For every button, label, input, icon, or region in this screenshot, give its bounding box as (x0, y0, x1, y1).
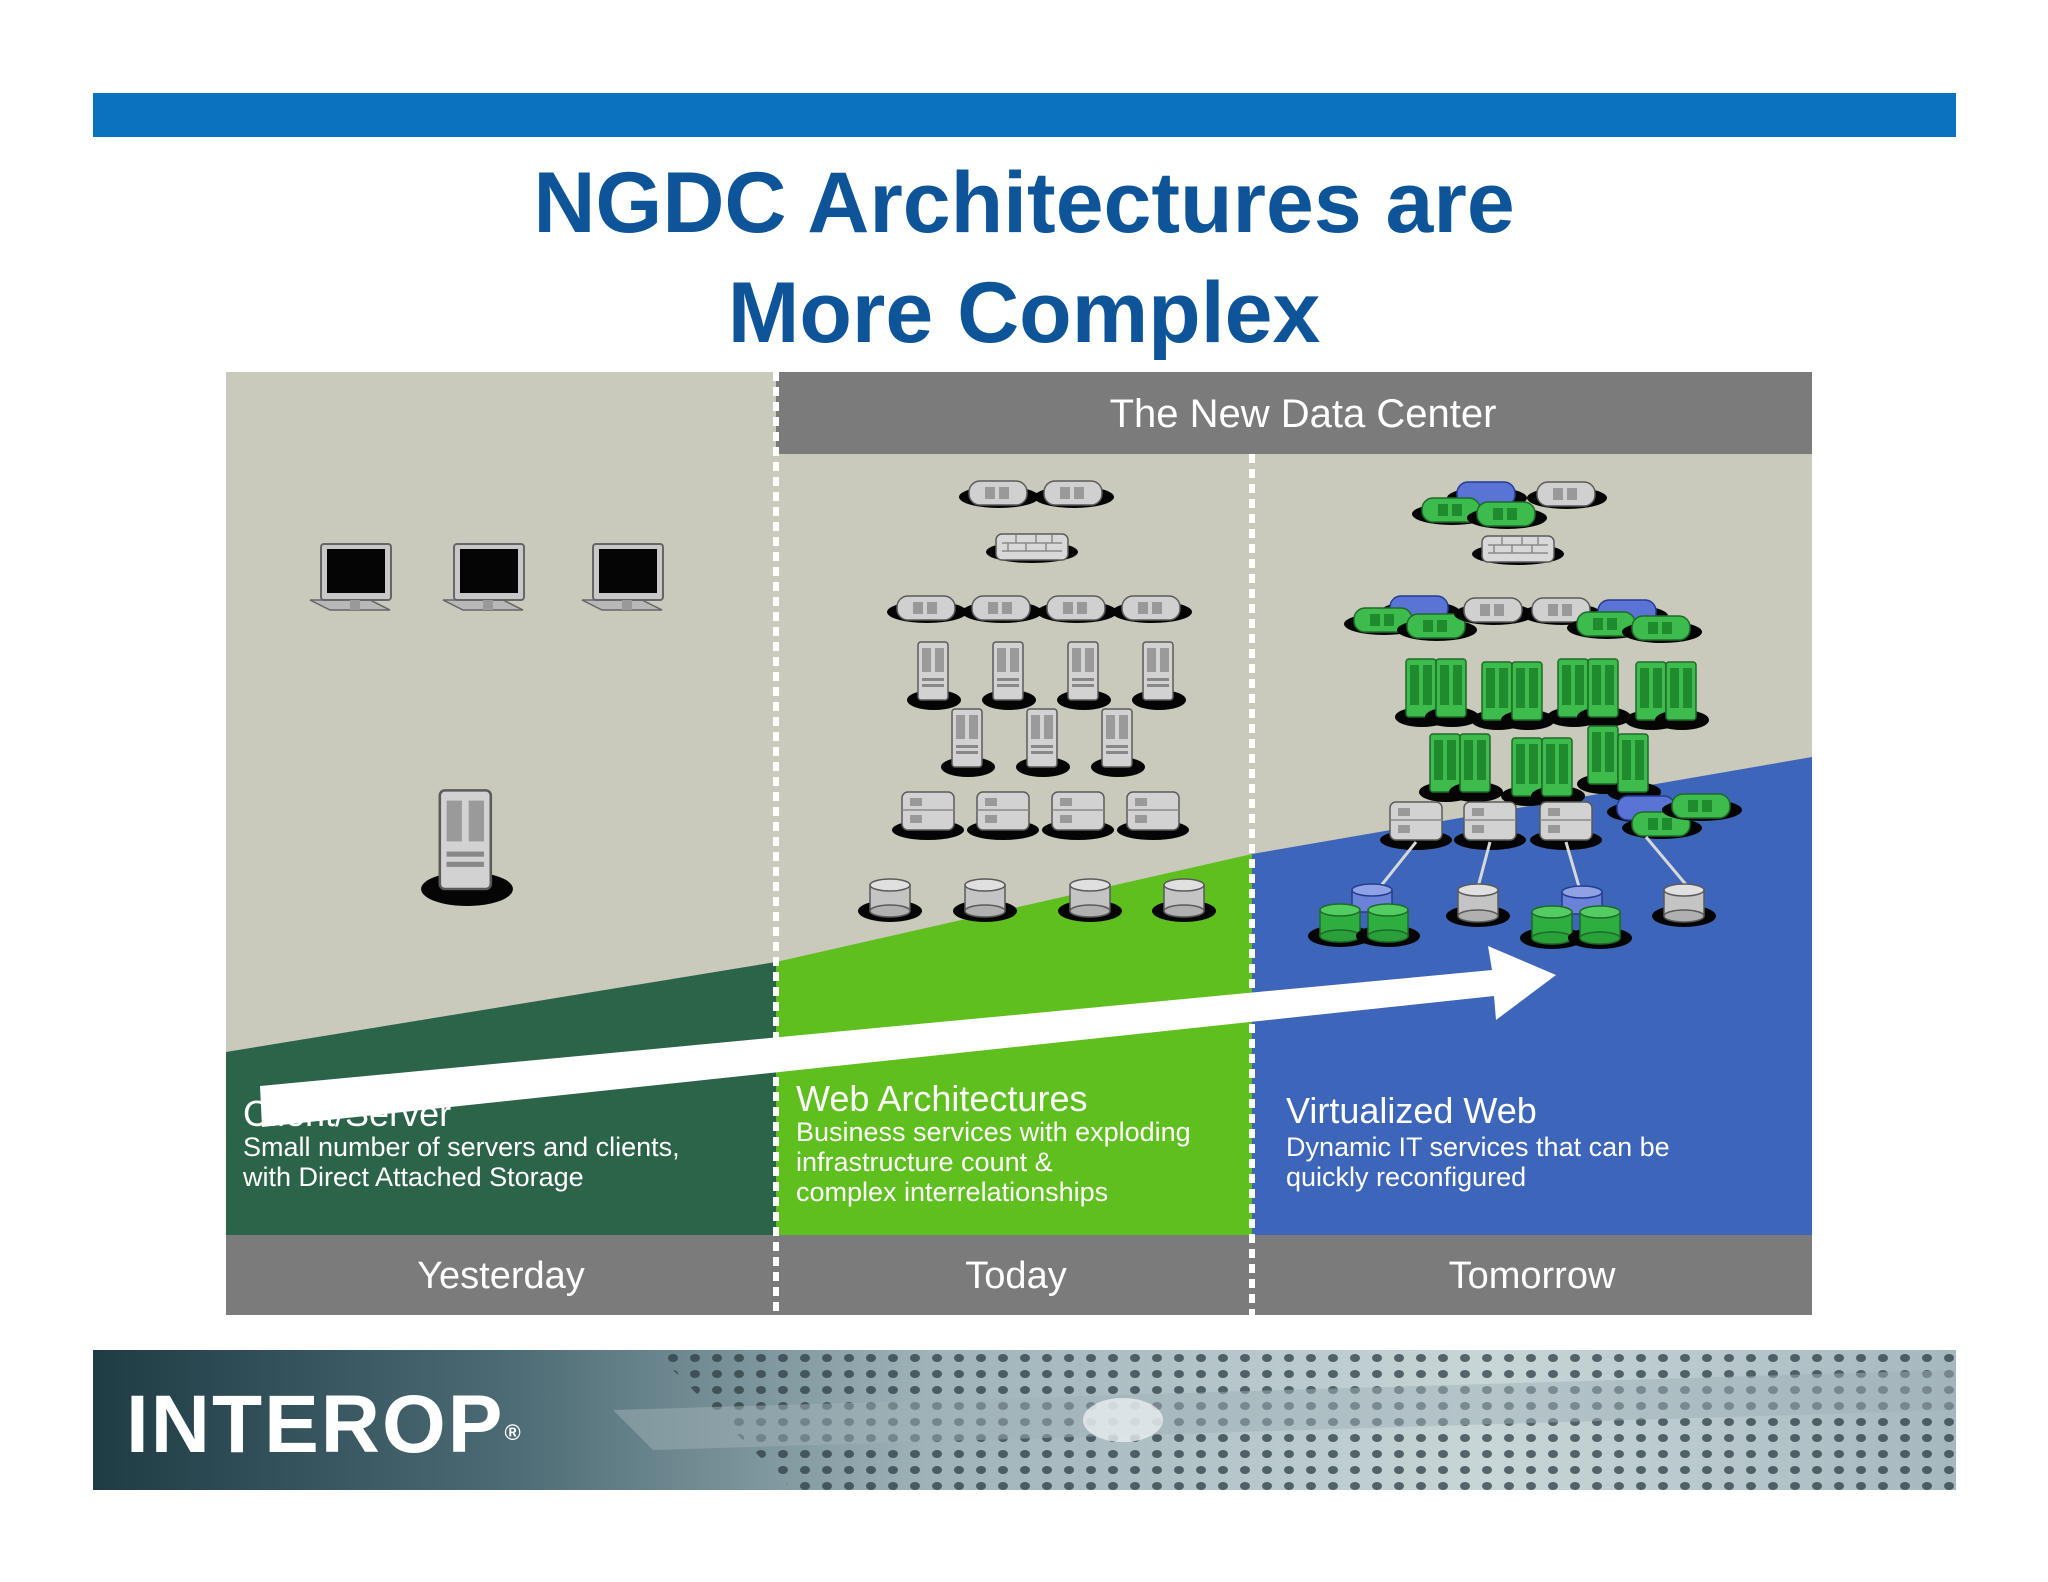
yesterday-client-computers (309, 543, 664, 611)
footer-banner: INTEROP® (93, 1350, 1956, 1490)
column-desc-web-line3: complex interrelationships (796, 1177, 1108, 1207)
column-desc-client-server-line1: Small number of servers and clients, (243, 1132, 680, 1162)
new-data-center-label: The New Data Center (1110, 392, 1497, 436)
era-yesterday: Yesterday (417, 1255, 585, 1297)
title-line-1: NGDC Architectures are (533, 155, 1515, 251)
top-accent-bar (93, 93, 1956, 137)
title-line-2: More Complex (727, 265, 1321, 361)
storage-array-icon (891, 791, 965, 841)
column-desc-web-line2: infrastructure count & (796, 1147, 1053, 1177)
column-heading-web-architectures: Web Architectures (796, 1078, 1087, 1119)
column-desc-virtual-line2: quickly reconfigured (1286, 1162, 1526, 1192)
client-computer-icon (309, 543, 392, 611)
architecture-diagram: The New Data Center Yesterday Today Tomo… (226, 372, 1812, 1315)
column-desc-web-line1: Business services with exploding (796, 1117, 1191, 1147)
era-tomorrow: Tomorrow (1449, 1255, 1616, 1297)
new-data-center-bar (776, 372, 1812, 454)
firewall-icon (985, 533, 1079, 564)
storage-array-icon (1116, 791, 1190, 841)
storage-array-icon (1041, 791, 1115, 841)
growth-arrow (260, 946, 1556, 1127)
interop-logo-text: INTEROP (126, 1379, 505, 1470)
slide-title: NGDC Architectures are More Complex (0, 148, 2048, 368)
interop-logo: INTEROP® (126, 1380, 523, 1470)
storage-array-icon (966, 791, 1040, 841)
client-computer-icon (581, 543, 664, 611)
firewall-icon (1471, 535, 1565, 566)
era-today: Today (965, 1255, 1066, 1297)
era-bar (226, 1235, 1812, 1315)
column-heading-virtualized-web: Virtualized Web (1286, 1090, 1537, 1131)
column-desc-client-server-line2: with Direct Attached Storage (242, 1162, 584, 1192)
column-desc-virtual-line1: Dynamic IT services that can be (1286, 1132, 1670, 1162)
tomorrow-band (1252, 757, 1812, 1235)
client-computer-icon (442, 543, 525, 611)
registered-mark: ® (504, 1420, 523, 1445)
